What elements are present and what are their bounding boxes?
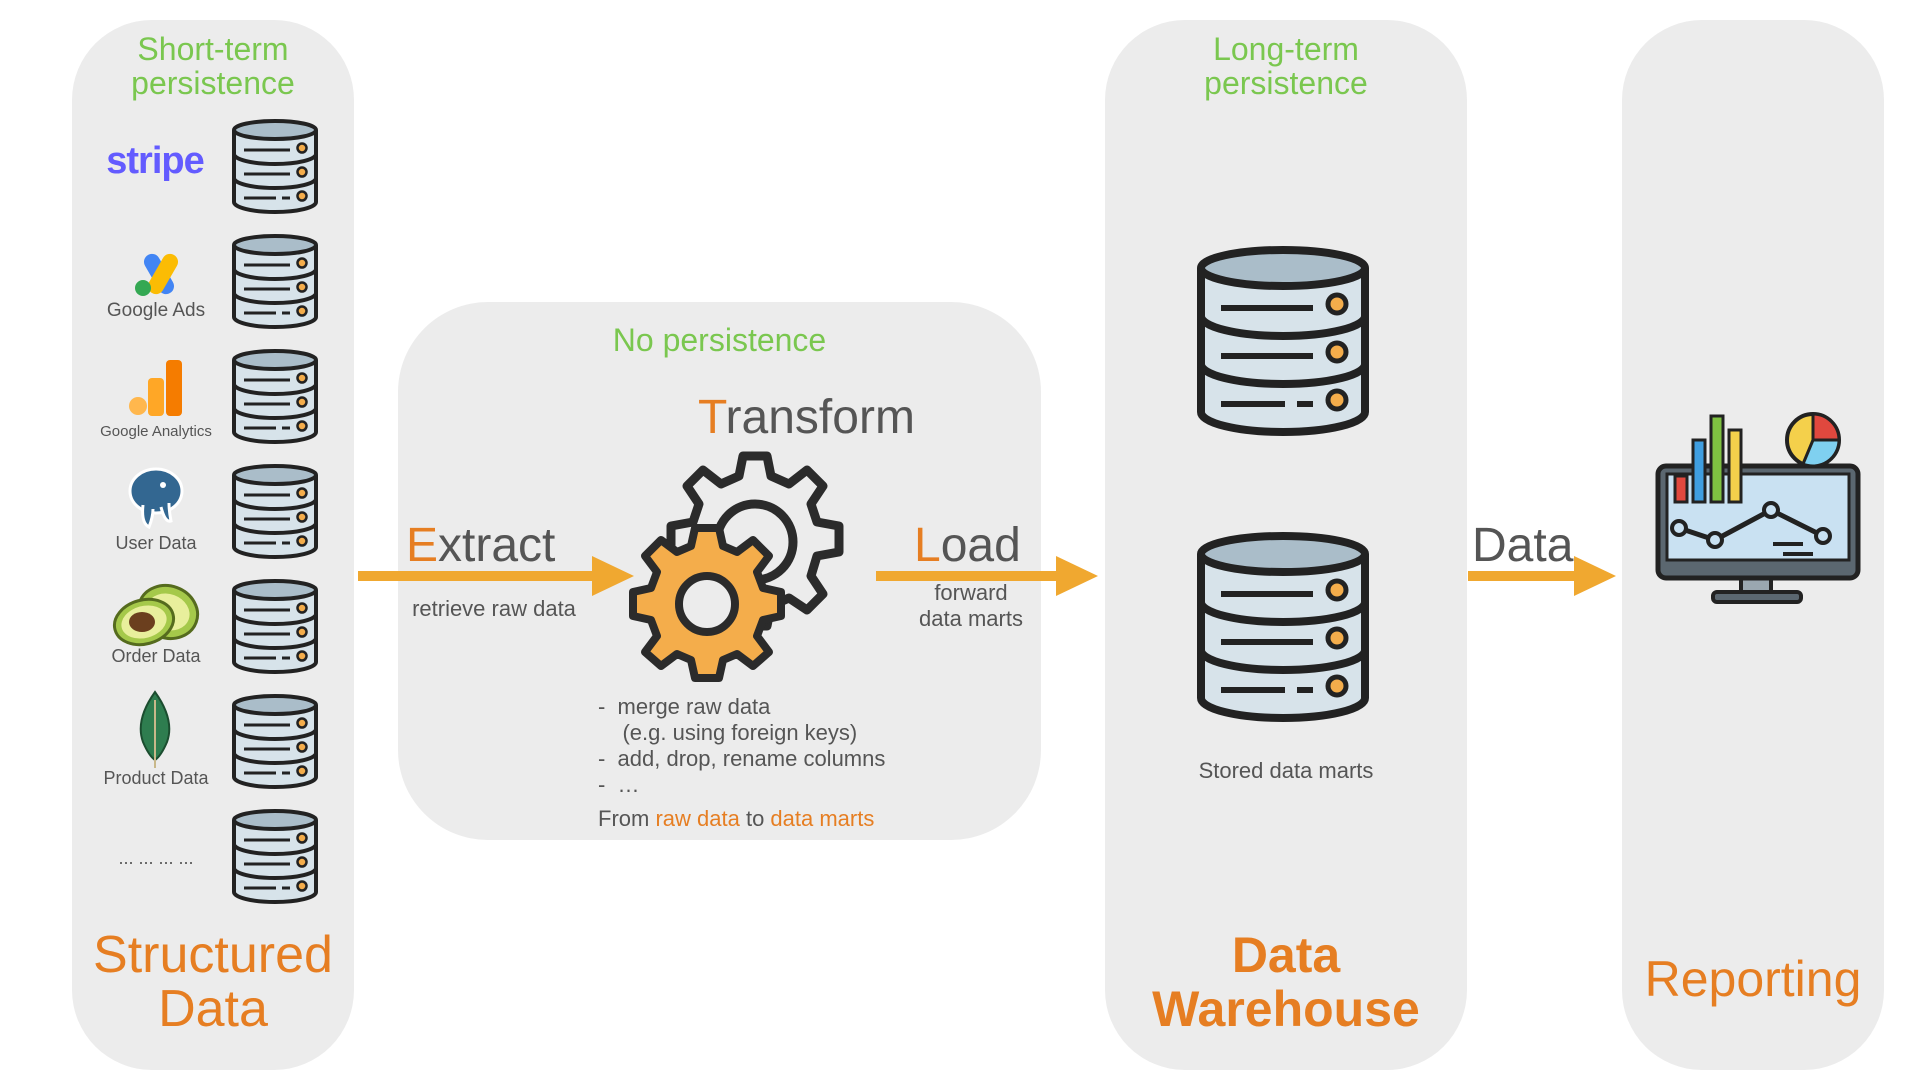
- load-note: forward data marts: [919, 580, 1023, 631]
- data-warehouse-title: Data Warehouse: [1152, 927, 1420, 1037]
- dashboard-monitor-icon: [1653, 410, 1863, 615]
- data-arrow-label: Data: [1472, 519, 1574, 572]
- extract-arrow: [358, 556, 634, 596]
- transform-details: - merge raw data (e.g. using foreign key…: [598, 694, 886, 797]
- source-database-icon: [232, 464, 318, 559]
- load-title: Load: [914, 519, 1021, 572]
- source-database-icon: [232, 694, 318, 789]
- source-label-order-data: Order Data: [111, 646, 201, 666]
- google-ads-logo-icon: [133, 252, 183, 303]
- postgresql-elephant-icon: [125, 465, 187, 534]
- gears-icon: [625, 444, 875, 689]
- reporting-title: Reporting: [1644, 951, 1862, 1007]
- load-arrow: [876, 556, 1098, 596]
- source-label-user-data: User Data: [115, 533, 197, 553]
- warehouse-database-icon: [1192, 244, 1374, 436]
- google-analytics-logo-icon: [128, 360, 184, 421]
- data-arrow: [1468, 556, 1616, 596]
- extract-note: retrieve raw data: [412, 596, 576, 621]
- raw-to-marts-caption: From raw data to data marts: [598, 806, 875, 831]
- warehouse-database-icon: [1192, 530, 1374, 722]
- transform-title: Transform: [698, 391, 915, 444]
- mongodb-leaf-icon: [135, 690, 175, 775]
- source-database-icon: [232, 119, 318, 214]
- long-term-persistence-label: Long-term persistence: [1204, 31, 1368, 101]
- source-label-google-analytics: Google Analytics: [100, 423, 212, 440]
- stored-data-marts-caption: Stored data marts: [1198, 758, 1374, 783]
- structured-data-title: Structured Data: [93, 926, 333, 1038]
- avocado-icon: [110, 582, 202, 653]
- extract-title: Extract: [406, 519, 556, 572]
- source-database-icon: [232, 234, 318, 329]
- source-label-google-ads: Google Ads: [106, 300, 206, 321]
- source-label-product-data: Product Data: [103, 768, 209, 788]
- source-stripe: stripe: [106, 140, 204, 182]
- source-database-icon: [232, 809, 318, 904]
- source-label-more: ... ... ... ...: [118, 848, 194, 868]
- short-term-persistence-label: Short-term persistence: [131, 31, 295, 101]
- no-persistence-label: No persistence: [612, 322, 827, 358]
- source-database-icon: [232, 579, 318, 674]
- source-database-icon: [232, 349, 318, 444]
